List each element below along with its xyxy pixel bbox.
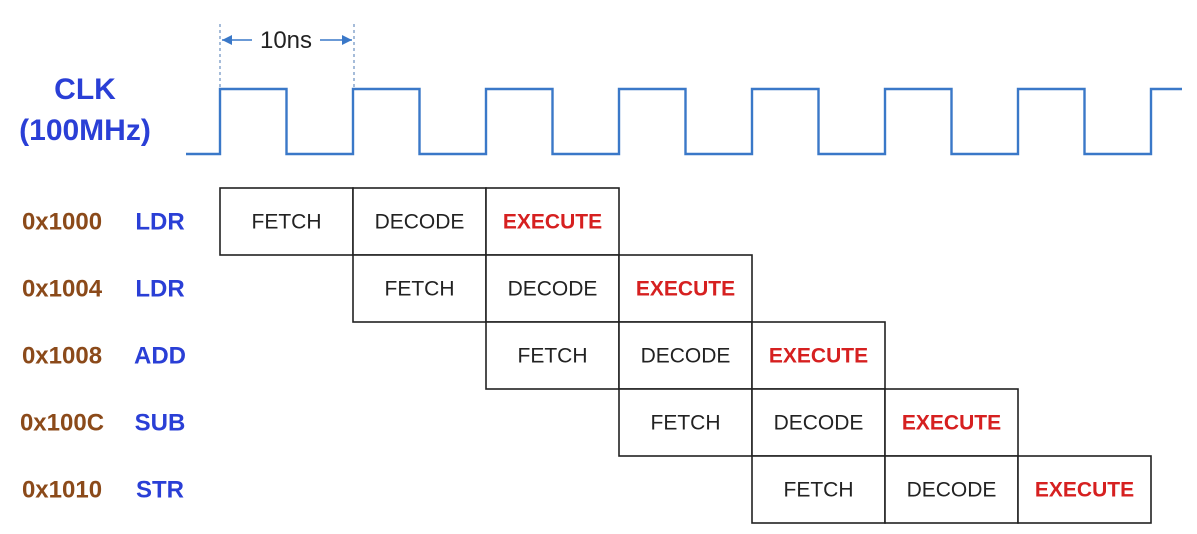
stage-label-fetch: FETCH bbox=[518, 345, 588, 368]
stage-box-fetch bbox=[618, 388, 753, 457]
stage-label-execute: EXECUTE bbox=[503, 211, 602, 234]
stage-label-decode: DECODE bbox=[641, 345, 731, 368]
period-label: 10ns bbox=[260, 27, 312, 54]
instruction-opcode: LDR bbox=[135, 209, 184, 236]
stage-box-fetch bbox=[352, 254, 487, 323]
instruction-opcode: STR bbox=[136, 477, 184, 504]
stage-box-execute bbox=[485, 187, 620, 256]
stage-label-fetch: FETCH bbox=[252, 211, 322, 234]
stage-label-decode: DECODE bbox=[774, 412, 864, 435]
instruction-address: 0x1008 bbox=[22, 343, 102, 370]
instruction-address: 0x100C bbox=[20, 410, 104, 437]
stage-box-decode bbox=[485, 254, 620, 323]
instruction-row: 0x1010 STR FETCH DECODE EXECUTE bbox=[22, 455, 1152, 524]
instruction-row: 0x100C SUB FETCH DECODE EXECUTE bbox=[20, 388, 1019, 457]
stage-label-decode: DECODE bbox=[508, 278, 598, 301]
instruction-opcode: SUB bbox=[135, 410, 186, 437]
stage-box-execute bbox=[751, 321, 886, 390]
stage-label-decode: DECODE bbox=[375, 211, 465, 234]
instruction-row: 0x1008 ADD FETCH DECODE EXECUTE bbox=[22, 321, 886, 390]
stage-box-fetch bbox=[485, 321, 620, 390]
instruction-address: 0x1000 bbox=[22, 209, 102, 236]
instruction-address: 0x1010 bbox=[22, 477, 102, 504]
instruction-row: 0x1000 LDR FETCH DECODE EXECUTE bbox=[22, 187, 620, 256]
period-dimension-left-arrow bbox=[222, 35, 232, 45]
stage-label-execute: EXECUTE bbox=[1035, 479, 1134, 502]
stage-box-execute bbox=[884, 388, 1019, 457]
instruction-opcode: ADD bbox=[134, 343, 186, 370]
instruction-address: 0x1004 bbox=[22, 276, 103, 303]
stage-box-decode bbox=[884, 455, 1019, 524]
stage-box-execute bbox=[618, 254, 753, 323]
instruction-row: 0x1004 LDR FETCH DECODE EXECUTE bbox=[22, 254, 753, 323]
stage-label-fetch: FETCH bbox=[784, 479, 854, 502]
clk-label: CLK bbox=[54, 73, 116, 106]
stage-label-decode: DECODE bbox=[907, 479, 997, 502]
period-dimension-right-arrow bbox=[342, 35, 352, 45]
stage-label-execute: EXECUTE bbox=[902, 412, 1001, 435]
stage-label-execute: EXECUTE bbox=[636, 278, 735, 301]
stage-label-execute: EXECUTE bbox=[769, 345, 868, 368]
period-dimension: 10ns bbox=[219, 24, 355, 88]
clk-frequency-label: (100MHz) bbox=[19, 114, 151, 147]
stage-label-fetch: FETCH bbox=[651, 412, 721, 435]
clock-waveform bbox=[186, 87, 1182, 156]
stage-box-fetch bbox=[751, 455, 886, 524]
stage-box-fetch bbox=[219, 187, 354, 256]
instruction-opcode: LDR bbox=[135, 276, 184, 303]
stage-label-fetch: FETCH bbox=[385, 278, 455, 301]
stage-box-execute bbox=[1017, 455, 1152, 524]
